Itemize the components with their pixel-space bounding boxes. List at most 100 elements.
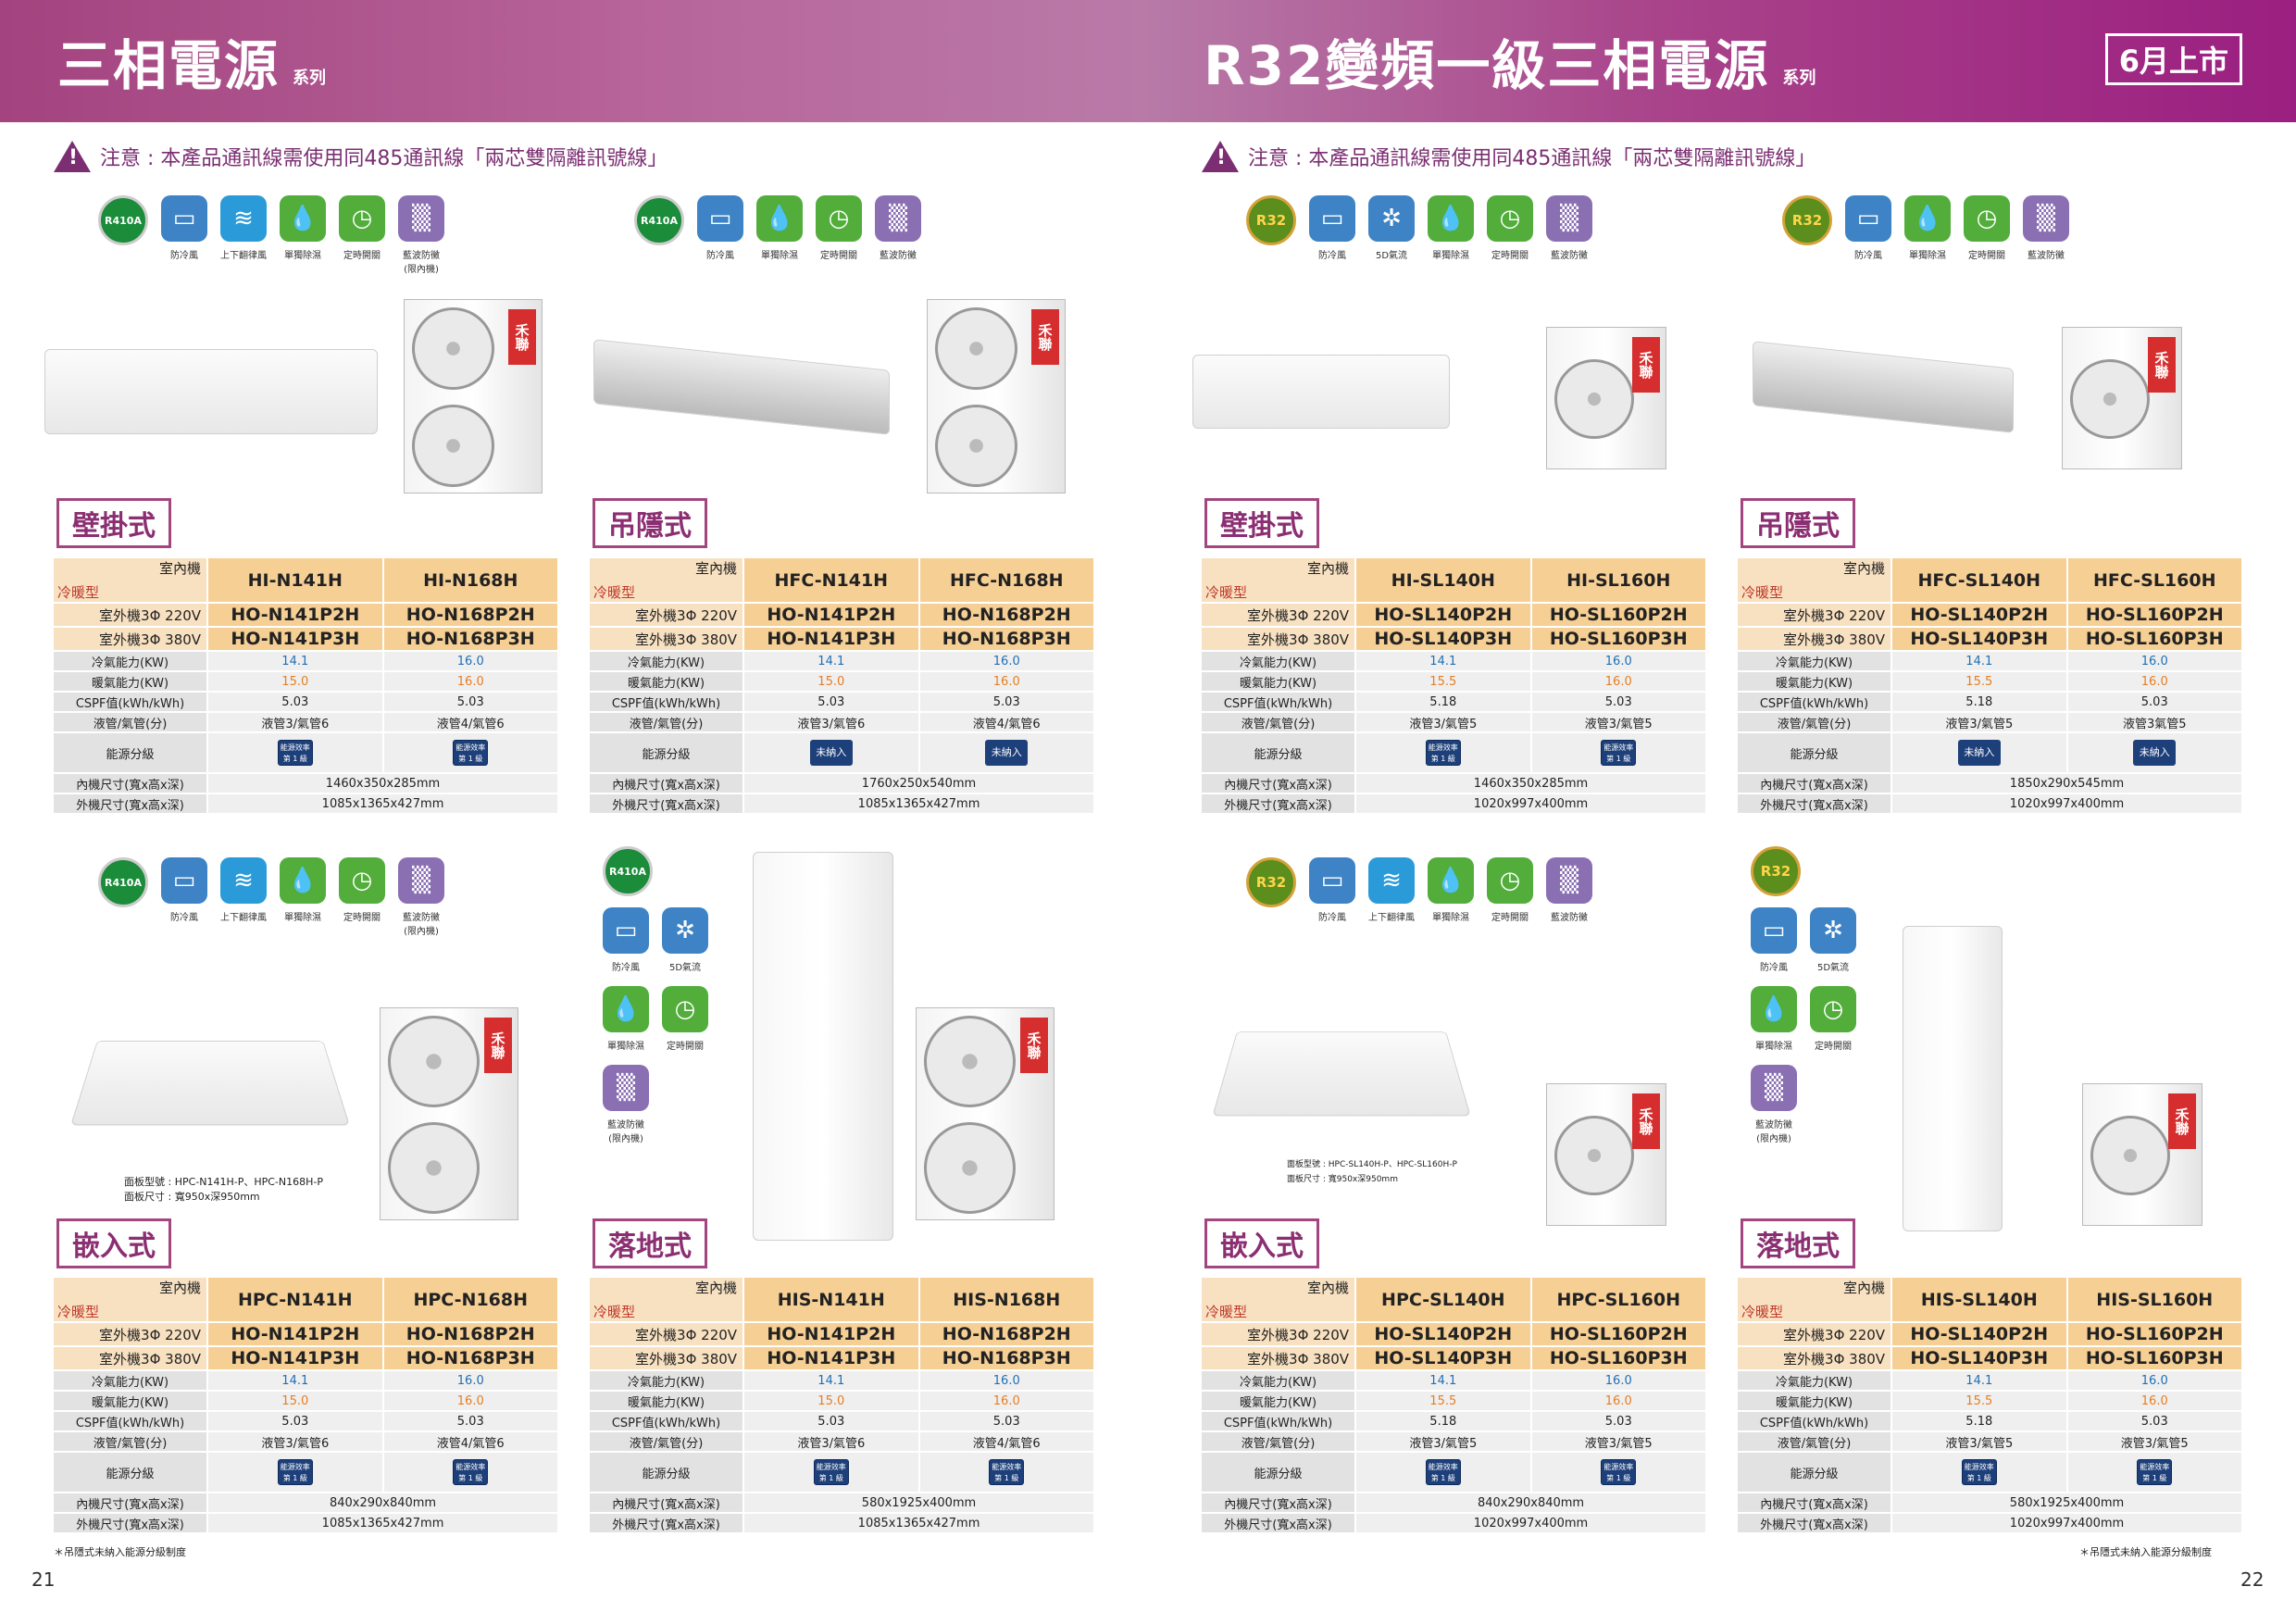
- floor-standing-unit-image: [753, 852, 893, 1241]
- feature-icons: R32▭防冷風≋上下翻律風💧單獨除濕◷定時開關▒藍波防黴: [1246, 857, 1605, 923]
- timer-icon: ◷: [339, 857, 385, 904]
- outdoor-unit-image: 禾聯: [916, 1007, 1054, 1220]
- feature-label: 定時開關: [1491, 251, 1529, 261]
- row-label-indoor: 冷暖型室內機: [1202, 1278, 1357, 1323]
- row-label: 液管/氣管(分): [1738, 712, 1893, 733]
- product-panel: R410A▭防冷風≋上下翻律風💧單獨除濕◷定時開關▒藍波防黴(限內機)禾聯壁掛式…: [44, 190, 560, 866]
- product-panel: R32▭防冷風✲5D氣流💧單獨除濕◷定時開關▒藍波防黴(限內機)禾聯落地式冷暖型…: [1738, 846, 2244, 1534]
- energy-label-icon: 能源效率 第 1 級: [453, 1459, 489, 1485]
- row-label: 能源分級: [54, 1452, 209, 1493]
- product-type-label: 壁掛式: [1204, 498, 1319, 548]
- timer-icon: ◷: [1487, 195, 1533, 242]
- row-label: 室外機3Φ 220V: [590, 603, 745, 628]
- swing-icon: ≋: [220, 857, 267, 904]
- feature-item: ▒藍波防黴: [1546, 195, 1592, 261]
- outdoor-unit-image: 禾聯: [1546, 1083, 1666, 1226]
- energy-cell: 能源效率 第 1 級: [1530, 732, 1708, 774]
- energy-cell: 能源效率 第 1 級: [1355, 1452, 1532, 1493]
- feature-item: 💧單獨除濕: [280, 195, 326, 261]
- warning-icon: [54, 141, 91, 172]
- energy-label-icon: 能源效率 第 1 級: [813, 1459, 849, 1485]
- model-outdoor: HO-N141P2H: [743, 603, 920, 628]
- cassette-unit-image: [1212, 1031, 1471, 1117]
- outdoor-unit-image: 禾聯: [404, 299, 543, 493]
- table-row: 內機尺寸(寬x高x深)840x290x840mm: [54, 1493, 559, 1514]
- feature-item: ▭防冷風: [697, 195, 743, 261]
- fan-icon: [924, 1122, 1016, 1214]
- model-outdoor: HO-SL140P2H: [1355, 603, 1532, 628]
- energy-cell: 能源效率 第 1 級: [382, 732, 560, 774]
- row-label: 能源分級: [1202, 732, 1357, 774]
- feature-label: 單獨除濕: [1432, 913, 1469, 923]
- brand-badge: 禾聯: [1632, 337, 1660, 393]
- feature-item: ▭防冷風: [603, 907, 649, 973]
- label-indoor: 室內機: [159, 560, 202, 577]
- spec-value: 液管3/氣管5: [1891, 712, 2068, 733]
- row-label: 室外機3Φ 380V: [1738, 627, 1893, 652]
- row-label: 內機尺寸(寬x高x深): [1202, 773, 1357, 794]
- spec-value: 5.18: [1891, 1411, 2068, 1432]
- model-outdoor: HO-SL140P2H: [1891, 1322, 2068, 1347]
- feature-item: ✲5D氣流: [662, 907, 708, 973]
- product-type-label: 落地式: [1741, 1218, 1855, 1268]
- anti-mold-filter-icon: ▒: [1751, 1065, 1797, 1111]
- energy-cell: 能源效率 第 1 級: [1891, 1452, 2068, 1493]
- size-value: 580x1925x400mm: [743, 1493, 1095, 1514]
- model-outdoor: HO-N141P3H: [207, 1346, 384, 1371]
- row-label: 室外機3Φ 380V: [54, 1346, 209, 1371]
- feature-icons: R410A▭防冷風✲5D氣流💧單獨除濕◷定時開關▒藍波防黴(限內機): [603, 846, 732, 1157]
- outdoor-unit-image: 禾聯: [380, 1007, 518, 1220]
- dehumidify-icon: 💧: [1428, 195, 1474, 242]
- energy-label-icon: 能源效率 第 1 級: [1601, 1459, 1637, 1485]
- size-value: 1085x1365x427mm: [207, 1513, 559, 1534]
- energy-label-icon: 能源效率 第 1 級: [277, 740, 313, 766]
- feature-label: 藍波防黴: [1755, 1120, 1792, 1131]
- anti-cold-icon: ▭: [161, 857, 207, 904]
- size-value: 1020x997x400mm: [1355, 1513, 1707, 1534]
- label-indoor: 室內機: [1843, 1280, 1886, 1296]
- anti-mold-filter-icon: ▒: [1546, 195, 1592, 242]
- row-label: 液管/氣管(分): [590, 1431, 745, 1453]
- table-row: 內機尺寸(寬x高x深)840x290x840mm: [1202, 1493, 1707, 1514]
- energy-not-included-badge: 未納入: [2133, 740, 2177, 766]
- label-indoor: 室內機: [1843, 560, 1886, 577]
- feature-label: 5D氣流: [668, 963, 702, 973]
- timer-icon: ◷: [1810, 986, 1856, 1032]
- model-outdoor: HO-N168P3H: [382, 627, 560, 652]
- row-label: 能源分級: [590, 732, 745, 774]
- feature-item: ◷定時開關: [662, 986, 708, 1052]
- model-outdoor: HO-N141P2H: [207, 603, 384, 628]
- size-value: 1085x1365x427mm: [743, 1513, 1095, 1534]
- spec-value: 16.0: [1530, 671, 1708, 693]
- row-label: CSPF值(kWh/kWh): [54, 1411, 209, 1432]
- anti-mold-filter-icon: ▒: [603, 1065, 649, 1111]
- notice-right: 注意 : 本產品通訊線需使用同485通訊線「兩芯雙隔離訊號線」: [1202, 141, 1816, 172]
- spec-value: 16.0: [918, 1370, 1096, 1392]
- anti-mold-filter-icon: ▒: [1546, 857, 1592, 904]
- spec-value: 液管3/氣管5: [1355, 712, 1532, 733]
- spec-value: 液管4/氣管6: [918, 712, 1096, 733]
- footnote-right: ＊吊隱式未納入能源分級制度: [2079, 1546, 2212, 1558]
- feature-note: (限內機): [404, 265, 439, 275]
- feature-label: 防冷風: [1318, 913, 1346, 923]
- row-label: 冷氣能力(KW): [1738, 651, 1893, 672]
- model-outdoor: HO-N141P2H: [207, 1322, 384, 1347]
- panel-spec-note: 面板尺寸 : 寬950x深950mm: [124, 1191, 260, 1203]
- feature-item: 💧單獨除濕: [756, 195, 803, 261]
- spec-value: 15.0: [207, 671, 384, 693]
- feature-item: ✲5D氣流: [1810, 907, 1856, 973]
- refrigerant-icon: R32: [1246, 857, 1296, 907]
- feature-label: 防冷風: [170, 913, 198, 923]
- spec-value: 液管3/氣管6: [207, 712, 384, 733]
